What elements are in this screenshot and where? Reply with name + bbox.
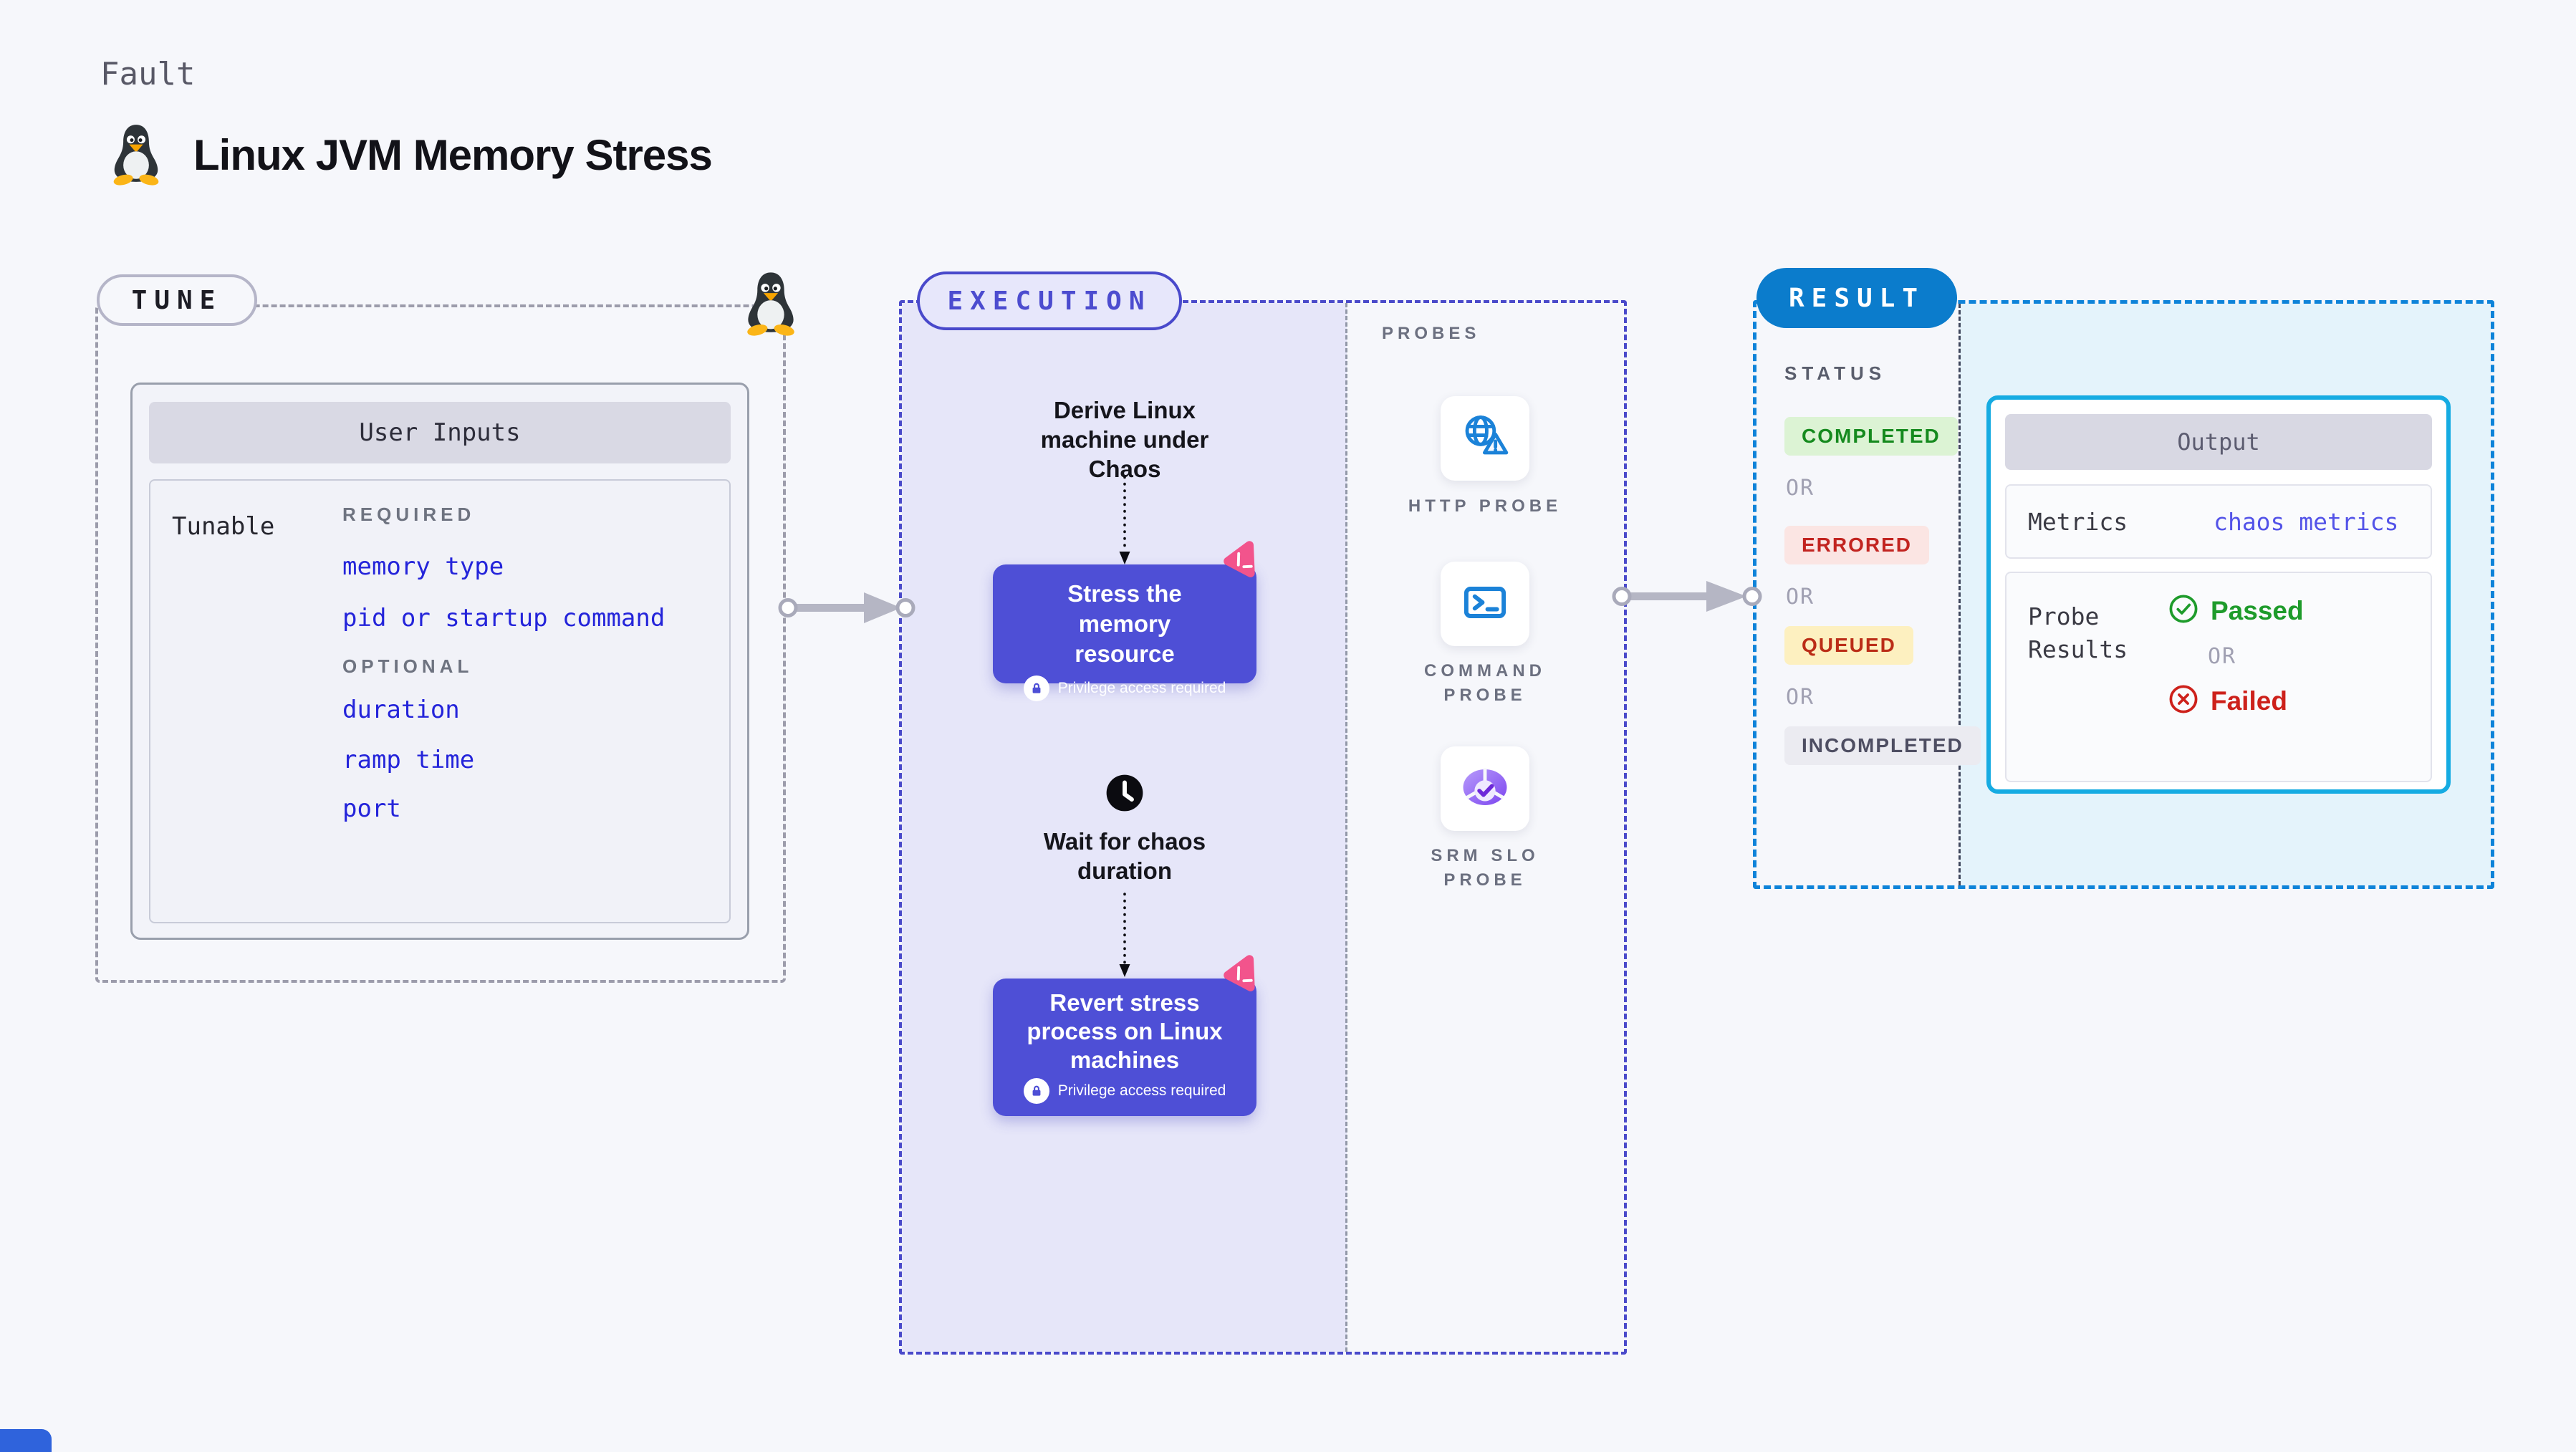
tune-section-box <box>95 304 786 983</box>
http-probe-card[interactable] <box>1441 396 1529 481</box>
failed-text: Failed <box>2211 686 2287 716</box>
user-inputs-card: User Inputs Tunable REQUIRED memory type… <box>130 383 749 940</box>
tunable-link[interactable]: duration <box>342 696 460 724</box>
status-badge-errored: ERRORED <box>1784 526 1930 564</box>
tunable-row-label: Tunable <box>172 512 275 541</box>
page-title: Linux JVM Memory Stress <box>193 131 713 179</box>
tunable-link[interactable]: memory type <box>342 552 504 581</box>
tux-penguin-icon <box>105 119 168 191</box>
fault-eyebrow: Fault <box>100 56 196 92</box>
probes-divider <box>1345 303 1347 1352</box>
revert-node-title: Revert stress process on Linux machines <box>1027 989 1223 1073</box>
passed-text: Passed <box>2211 595 2304 625</box>
optional-label: OPTIONAL <box>342 655 474 677</box>
flow-dotted-arrow <box>1116 893 1133 981</box>
tunable-link[interactable]: pid or startup command <box>342 604 665 633</box>
check-circle-icon <box>2168 593 2199 628</box>
user-inputs-header: User Inputs <box>149 402 731 463</box>
metrics-label: Metrics <box>2028 507 2128 536</box>
metrics-row: Metrics chaos metrics <box>2005 484 2432 559</box>
partial-bottom-element <box>0 1429 52 1452</box>
lock-icon <box>1023 1078 1049 1104</box>
flow-dotted-arrow <box>1116 476 1133 568</box>
x-circle-icon <box>2168 683 2199 718</box>
metrics-value-link[interactable]: chaos metrics <box>2214 507 2399 536</box>
pie-check-icon <box>1457 759 1513 819</box>
privilege-note: Privilege access required <box>1057 1082 1226 1099</box>
probe-results-label: Probe Results <box>2028 602 2128 663</box>
status-badge-queued: QUEUED <box>1784 626 1913 665</box>
command-probe-card[interactable] <box>1441 562 1529 646</box>
globe-warning-icon <box>1457 409 1513 468</box>
probe-results-row: Probe Results Passed OR <box>2005 572 2432 782</box>
lock-icon <box>1023 675 1049 701</box>
tunable-link[interactable]: ramp time <box>342 746 475 774</box>
output-header: Output <box>2005 414 2432 470</box>
chaos-logo-icon <box>1218 539 1262 587</box>
terminal-icon <box>1458 575 1512 633</box>
stress-node-title: Stress the memory resource <box>1067 580 1182 667</box>
chaos-logo-icon <box>1218 953 1262 1001</box>
srm-slo-probe-label: SRM SLO PROBE <box>1431 846 1539 890</box>
execution-pill: EXECUTION <box>917 271 1182 330</box>
command-probe-label: COMMAND PROBE <box>1424 661 1546 705</box>
status-badge-completed: COMPLETED <box>1784 417 1958 456</box>
result-pill: RESULT <box>1756 268 1957 328</box>
clock-icon <box>1104 772 1145 817</box>
revert-stress-node[interactable]: Revert stress process on Linux machines … <box>993 979 1256 1116</box>
or-separator: OR <box>1786 685 1815 710</box>
tune-pill: TUNE <box>97 274 257 326</box>
tune-to-execution-arrow <box>778 586 915 633</box>
execution-to-result-arrow <box>1612 574 1762 621</box>
or-separator: OR <box>1786 476 1815 501</box>
probes-section-label: PROBES <box>1382 324 1481 343</box>
output-card: Output Metrics chaos metrics Probe Resul… <box>1986 395 2451 794</box>
srm-slo-probe-card[interactable] <box>1441 746 1529 831</box>
tunable-link[interactable]: port <box>342 794 401 823</box>
or-separator: OR <box>1786 585 1815 610</box>
result-divider <box>1959 304 1961 885</box>
status-badge-incompleted: INCOMPLETED <box>1784 726 1981 765</box>
privilege-note: Privilege access required <box>1057 680 1226 696</box>
required-label: REQUIRED <box>342 504 476 525</box>
status-label: STATUS <box>1784 362 1887 384</box>
page-title-row: Linux JVM Memory Stress <box>105 119 713 191</box>
wait-step-text: Wait for chaos duration <box>1043 828 1206 884</box>
http-probe-label: HTTP PROBE <box>1408 496 1562 516</box>
or-separator: OR <box>2208 644 2237 669</box>
derive-step-text: Derive Linux machine under Chaos <box>1040 397 1209 482</box>
tux-penguin-icon <box>738 268 804 340</box>
user-inputs-body: Tunable REQUIRED memory type pid or star… <box>149 479 731 923</box>
stress-memory-node[interactable]: Stress the memory resource Privilege acc… <box>993 564 1256 701</box>
